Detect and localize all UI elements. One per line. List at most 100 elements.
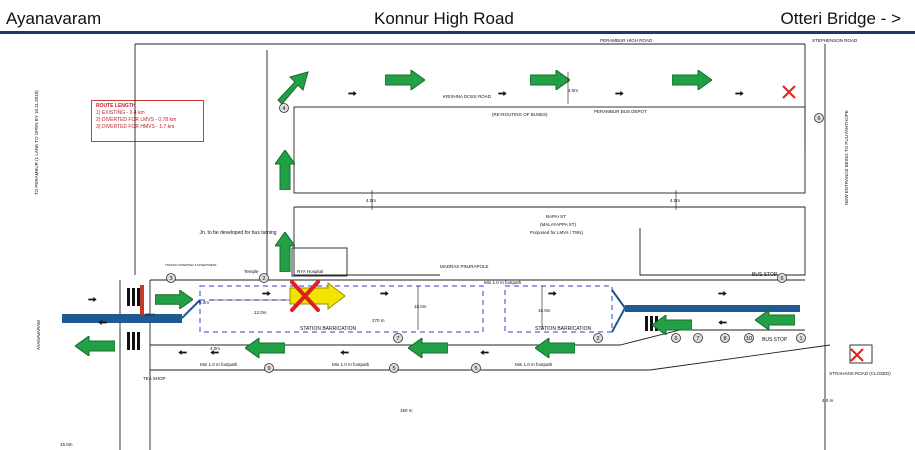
dimension-label: 16.0m [414, 304, 427, 309]
traffic-arrow-icon [530, 70, 570, 90]
footpath-label: Min 1.0 m footpath [515, 362, 553, 367]
dimension-label: 4.0m [670, 198, 680, 203]
bus-stop-label: BUS STOP [762, 337, 788, 343]
dimension-label: 6.0m [199, 300, 209, 305]
small-arrow-icon [178, 350, 187, 355]
closed-cross-icon [290, 280, 320, 312]
small-arrow-icon [548, 291, 557, 296]
zebra-crossing [127, 288, 658, 350]
closed-cross-icon [782, 85, 796, 99]
small-arrow-icon [88, 297, 97, 302]
note-label: Jn. to be developed for bus turning [200, 230, 277, 236]
footpath-label: Min 1.0 m footpath [332, 362, 370, 367]
marker-label: 5 [474, 366, 477, 372]
dimension-label: 16.0m [538, 308, 551, 313]
flow-arrows [88, 91, 744, 355]
road-label: (MALAYAPPA ST) [540, 222, 577, 227]
dimension-label: 4.0m [366, 198, 376, 203]
marker-label: 2 [262, 276, 265, 282]
marker-label: 8 [723, 336, 726, 342]
traffic-arrow-icon [535, 338, 575, 358]
small-arrow-icon [380, 291, 389, 296]
road-label: NEW ENTRANCE BEING TO PULIYANTHOPE [844, 110, 849, 205]
marker-label: 7 [696, 336, 699, 342]
footpath-label: Min 1.0 m footpath [484, 280, 522, 285]
marker-label: 2 [596, 336, 599, 342]
road-label: AYANAVARAM [36, 320, 41, 350]
small-arrow-icon [262, 291, 271, 296]
marker-label: 9 [267, 366, 270, 372]
dimension-label: 4.0 m [822, 398, 834, 403]
small-arrow-icon [340, 350, 349, 355]
marker-label: 6 [674, 336, 677, 342]
small-arrow-icon [480, 350, 489, 355]
road-label: Porposed for LMVs / TWs) [530, 230, 583, 235]
road-label: PERAMBUR HIGH ROAD [600, 38, 653, 43]
origin-label: Ayanavaram [6, 9, 102, 28]
small-arrow-icon [498, 91, 507, 96]
place-label: RYA Hospital [297, 269, 323, 274]
rya-hospital-block [291, 247, 348, 277]
footpath-label: Min 1.0 m footpath [200, 362, 238, 367]
road-label: BAPAI ST [546, 214, 566, 219]
barrication-label: STATION BARRICATION [535, 326, 592, 332]
road-median [62, 289, 800, 333]
dimension-label: 4.0m [568, 88, 578, 93]
strahans-road-block [849, 344, 873, 364]
traffic-arrow-icon [672, 70, 712, 90]
dimension-label: 28 m [145, 312, 155, 317]
road-label: PERAMBUR BUS DEPOT [594, 109, 647, 114]
dimension-lines [210, 72, 677, 330]
bapai-block [294, 206, 806, 276]
main-road-bottom-edge [150, 329, 805, 346]
destination-label: Otteri Bridge - > [780, 9, 901, 28]
note-label: TRAFFIC DIVERTED & DIVERTMENT [165, 263, 217, 267]
small-arrow-icon [348, 91, 357, 96]
dimension-label: 12.0m [254, 310, 267, 315]
marker-label: 6 [780, 276, 783, 282]
small-arrow-icon [718, 291, 727, 296]
marker-label: 4 [282, 106, 285, 112]
closed-cross-icon [850, 348, 864, 362]
traffic-arrow-icon [275, 150, 295, 190]
place-label: Temple [244, 269, 259, 274]
traffic-arrow-icon [277, 71, 309, 105]
bus-depot-block [293, 106, 806, 194]
place-label: TEA SHOP [143, 376, 166, 381]
road-label: MADRAS PINJRAPOLE [440, 264, 489, 269]
bus-stop-label: BUS STOP [752, 272, 778, 278]
marker-label: 5 [392, 366, 395, 372]
footpath-bottom-edge [150, 344, 831, 371]
marker-label: 1 [799, 336, 802, 342]
road-label: KRISHNA DOSS ROAD [443, 94, 492, 99]
road-label: (RE-ROUTING OF BUSES) [492, 112, 548, 117]
traffic-arrow-icon [755, 310, 795, 330]
road-title: Konnur High Road [374, 9, 514, 28]
small-arrow-icon [718, 320, 727, 325]
junction-markers [166, 103, 824, 373]
marker-label: 10 [746, 336, 752, 342]
marker-label: 3 [169, 276, 172, 282]
bapai-block-left [293, 207, 440, 276]
road-label: TO PERAMBUR (1 LANE TO OPEN BY 10.11.201… [34, 90, 39, 195]
legend-title: ROUTE LENGTH [96, 103, 136, 109]
road-label: STRAHANS ROAD (CLOSED) [829, 371, 891, 376]
dimension-label: 15.0m [60, 442, 73, 447]
header-rule [0, 31, 915, 34]
traffic-arrow-icon [408, 338, 448, 358]
traffic-arrow-icon [385, 70, 425, 90]
traffic-arrow-icon [75, 336, 115, 356]
marker-label: 7 [396, 336, 399, 342]
barrication-label: STATION BARRICATION [300, 326, 357, 332]
dimension-label: 150 m [400, 408, 413, 413]
small-arrow-icon [735, 91, 744, 96]
marker-label: 6 [817, 116, 820, 122]
title-bar: Ayanavaram Konnur High Road Otteri Bridg… [0, 0, 915, 34]
traffic-arrow-icon [155, 290, 193, 309]
legend-item: 2) DIVERTED FOR LMVS - 0.78 km [96, 117, 177, 123]
dimension-label: 4.0m [210, 346, 220, 351]
signal-pole [140, 285, 144, 315]
legend-item: 1) EXISTING - 0.4 km [96, 110, 145, 116]
small-arrow-icon [615, 91, 624, 96]
